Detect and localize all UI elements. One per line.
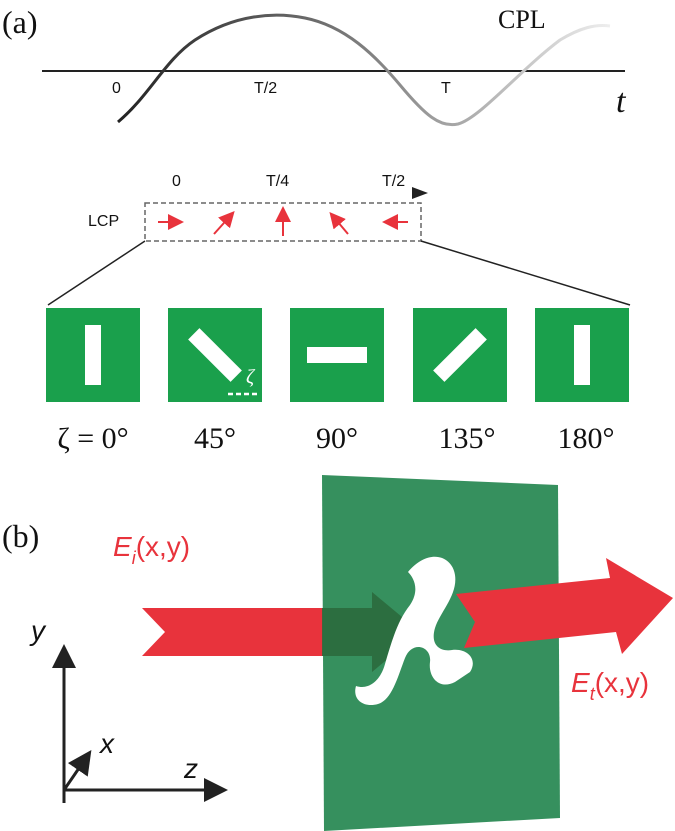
- incident-field-argument: (x,y): [136, 531, 190, 562]
- axis-x: [62, 750, 92, 791]
- cell-135: [413, 308, 507, 402]
- lcp-tick-half: T/2: [382, 173, 405, 190]
- panel-a-label: (a): [2, 4, 38, 40]
- lcp-arrow-135: [329, 211, 349, 235]
- cell-45-slot: [188, 328, 242, 382]
- tick-label-0: 0: [112, 80, 121, 97]
- cell-90-slot: [307, 347, 367, 363]
- angle-label-0: ζ = 0°: [57, 422, 128, 455]
- axis-x-label: x: [98, 728, 115, 759]
- transmitted-field-subscript: t: [590, 684, 596, 704]
- tick-label-half: T/2: [254, 80, 277, 97]
- cell-90: [290, 308, 384, 402]
- axis-y-label: y: [29, 615, 47, 646]
- cell-180-slot: [574, 325, 590, 385]
- lcp-arrow-45: [213, 211, 235, 235]
- incident-field-symbol: E: [113, 531, 132, 562]
- lcp-box: [144, 202, 422, 242]
- projection-line-right: [420, 240, 631, 306]
- lcp-label: LCP: [88, 213, 119, 230]
- lcp-tick-quarter: T/4: [266, 173, 289, 190]
- cpl-wave: [117, 13, 611, 127]
- time-axis-variable: t: [616, 83, 627, 120]
- cell-135-slot: [433, 328, 487, 382]
- tick-label-T: T: [441, 80, 451, 97]
- wavefront-surface: [355, 556, 473, 706]
- angle-label-90: 90°: [316, 422, 358, 455]
- incident-field-subscript: i: [132, 548, 137, 568]
- cell-180: [535, 308, 629, 402]
- axis-z-label: z: [183, 753, 198, 784]
- transmitted-field-argument: (x,y): [595, 667, 649, 698]
- projection-line-left: [47, 240, 146, 306]
- panel-b-label: (b): [2, 518, 39, 554]
- incident-field-label: Ei(x,y): [113, 531, 190, 568]
- angle-label-180: 180°: [558, 422, 615, 455]
- lcp-time-axis-head: [412, 187, 428, 199]
- angle-label-45: 45°: [194, 422, 236, 455]
- lcp-arrows: [158, 206, 408, 236]
- cpl-label: CPL: [498, 5, 546, 34]
- cell-45: ζ: [168, 308, 262, 402]
- transmitted-field-symbol: E: [571, 667, 590, 698]
- transmitted-field-label: Et(x,y): [571, 667, 649, 704]
- cell-0: [46, 308, 140, 402]
- transmitted-beam: [456, 558, 673, 654]
- cell-45-angle-symbol: ζ: [246, 366, 256, 388]
- lcp-tick-0: 0: [172, 173, 181, 190]
- angle-label-135: 135°: [439, 422, 496, 455]
- cell-0-slot: [85, 325, 101, 385]
